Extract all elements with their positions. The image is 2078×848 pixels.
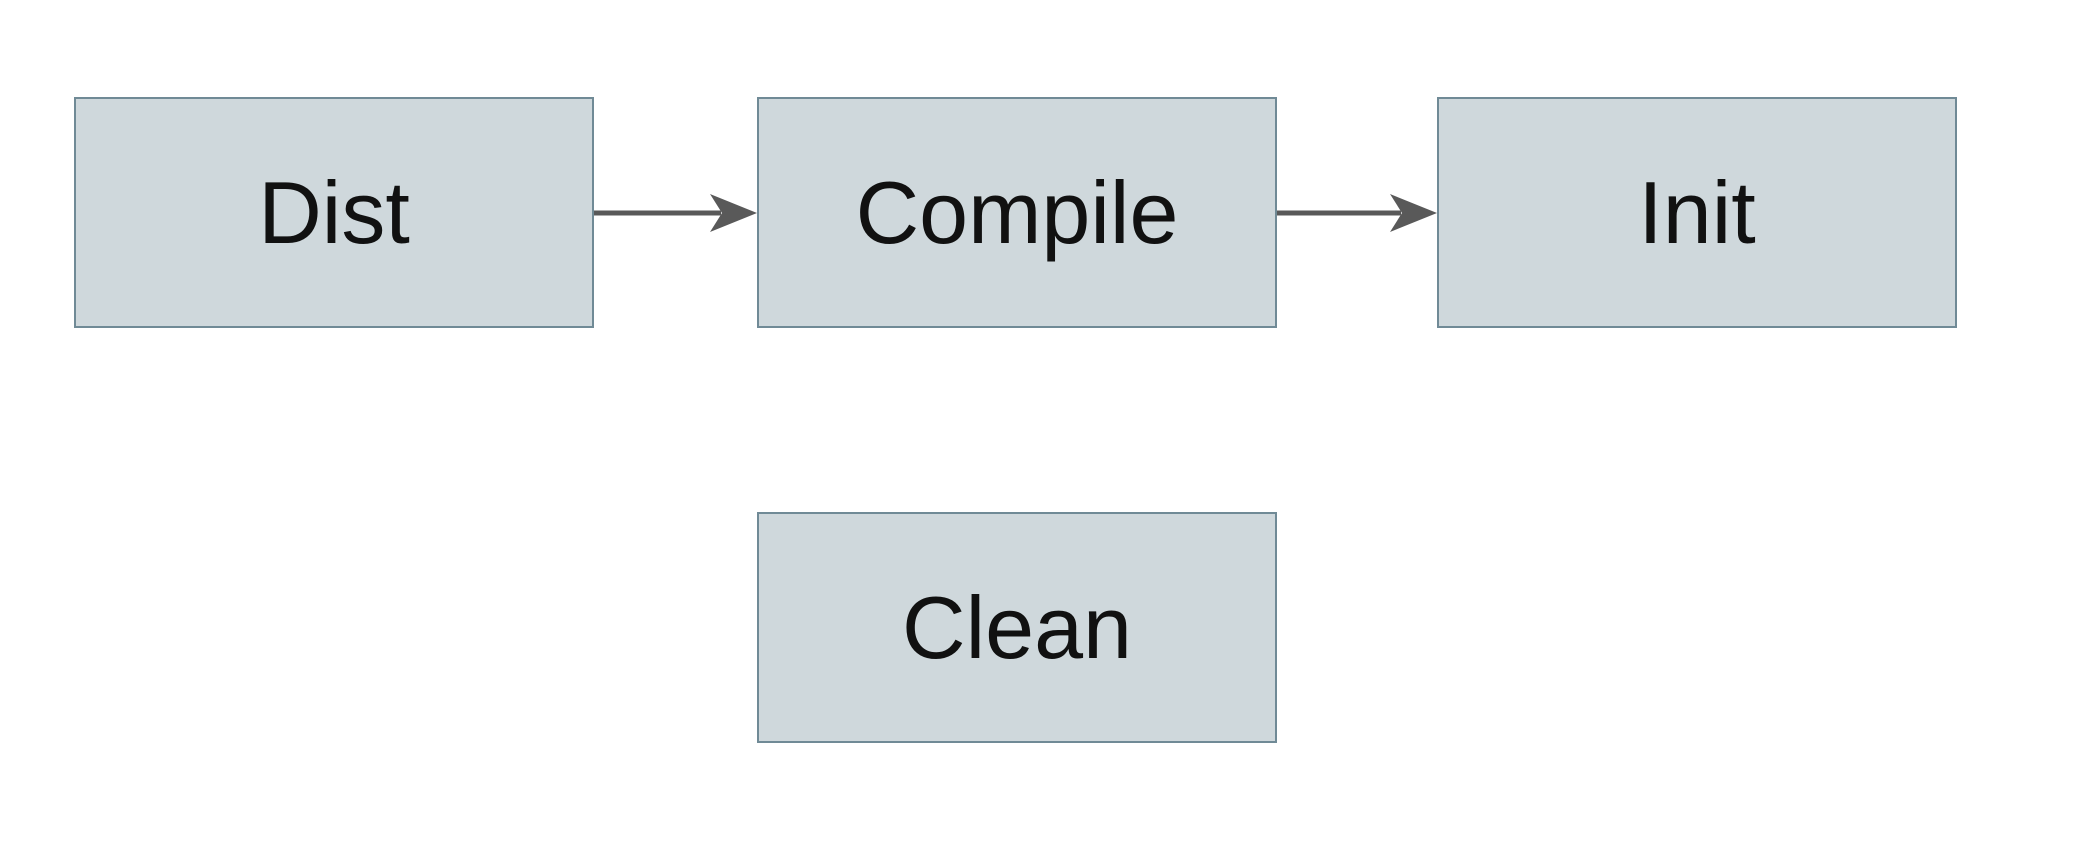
- node-dist[interactable]: Dist: [74, 97, 594, 328]
- arrow-dist-to-compile-head-icon: [710, 194, 757, 232]
- node-init[interactable]: Init: [1437, 97, 1957, 328]
- arrow-dist-to-compile[interactable]: [594, 183, 757, 243]
- node-clean-label: Clean: [902, 577, 1132, 677]
- arrow-compile-to-init-head-icon: [1390, 194, 1437, 232]
- node-compile[interactable]: Compile: [757, 97, 1277, 328]
- node-compile-label: Compile: [855, 162, 1179, 262]
- node-init-label: Init: [1638, 162, 1756, 262]
- node-dist-label: Dist: [258, 162, 410, 262]
- node-clean[interactable]: Clean: [757, 512, 1277, 743]
- arrow-compile-to-init[interactable]: [1277, 183, 1437, 243]
